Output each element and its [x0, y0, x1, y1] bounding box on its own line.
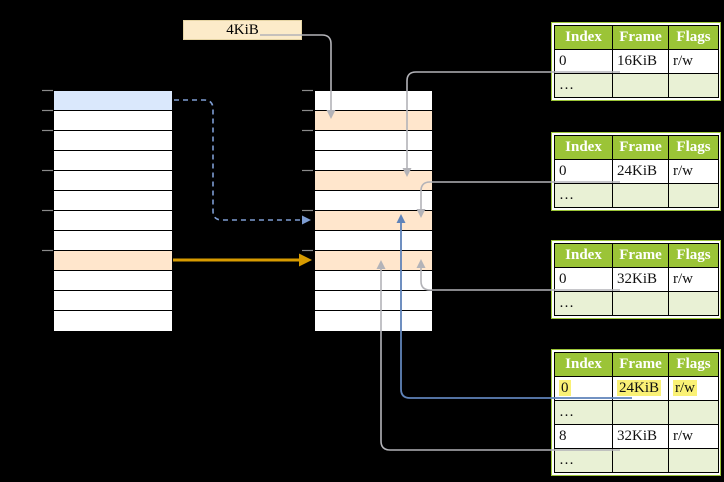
column-header-frame: Frame [612, 135, 669, 160]
table-header-row: Index Frame Flags [554, 243, 719, 268]
page-table-3: Index Frame Flags 0 32KiB r/w … [551, 240, 721, 319]
cell-flags [668, 400, 719, 425]
column-header-flags: Flags [668, 352, 719, 377]
cell-flags: r/w [668, 159, 719, 184]
column-header-flags: Flags [668, 135, 719, 160]
physical-memory-row [315, 211, 432, 231]
column-header-index: Index [554, 135, 613, 160]
cell-index: 0 [554, 159, 613, 184]
column-header-flags: Flags [668, 243, 719, 268]
cell-frame: 24KiB [612, 159, 669, 184]
page-table-1: Index Frame Flags 0 16KiB r/w … [551, 22, 721, 101]
cell-frame [612, 448, 669, 473]
column-header-frame: Frame [612, 352, 669, 377]
cell-index: … [554, 400, 613, 425]
page-table-4: Index Frame Flags 0 24KiB r/w … 8 32KiB … [551, 349, 721, 476]
column-header-frame: Frame [612, 25, 669, 50]
cell-index: 0 [554, 376, 613, 401]
cell-flags: r/w [668, 267, 719, 292]
table-row-ellipsis: … [554, 183, 719, 208]
virtual-memory-row [54, 311, 172, 331]
cell-flags [668, 73, 719, 98]
cell-frame [612, 73, 669, 98]
cell-frame [612, 291, 669, 316]
highlight-mark: r/w [673, 380, 697, 396]
physical-memory-row [315, 271, 432, 291]
physical-memory-tick-marks [302, 89, 313, 252]
cell-index: … [554, 448, 613, 473]
table-header-row: Index Frame Flags [554, 25, 719, 50]
cell-frame: 32KiB [612, 424, 669, 449]
table-header-row: Index Frame Flags [554, 135, 719, 160]
virtual-memory-row [54, 151, 172, 171]
table-row-highlighted: 0 24KiB r/w [554, 376, 719, 401]
column-header-flags: Flags [668, 25, 719, 50]
cell-frame [612, 183, 669, 208]
physical-memory-column [314, 90, 433, 332]
page-table-2: Index Frame Flags 0 24KiB r/w … [551, 132, 721, 211]
highlight-mark: 0 [559, 380, 571, 396]
virtual-memory-row [54, 131, 172, 151]
virtual-memory-row [54, 191, 172, 211]
virtual-memory-row [54, 291, 172, 311]
virtual-memory-row [54, 111, 172, 131]
virtual-memory-row [54, 171, 172, 191]
physical-memory-row [315, 91, 432, 111]
virtual-memory-row [54, 211, 172, 231]
virtual-memory-row [54, 251, 172, 271]
cell-flags: r/w [668, 424, 719, 449]
cell-flags [668, 448, 719, 473]
physical-memory-row [315, 171, 432, 191]
table-row-ellipsis: … [554, 448, 719, 473]
column-header-index: Index [554, 243, 613, 268]
arrow-virtual-page-to-frame-icon [174, 99, 311, 225]
column-header-index: Index [554, 25, 613, 50]
cell-index: 0 [554, 267, 613, 292]
table-header-row: Index Frame Flags [554, 352, 719, 377]
physical-memory-row [315, 191, 432, 211]
cell-index: … [554, 183, 613, 208]
physical-memory-row [315, 131, 432, 151]
cell-frame: 32KiB [612, 267, 669, 292]
highlight-mark: 24KiB [617, 380, 662, 396]
column-header-frame: Frame [612, 243, 669, 268]
table-row: 0 16KiB r/w [554, 49, 719, 74]
cell-flags: r/w [668, 376, 719, 401]
cell-index: … [554, 291, 613, 316]
virtual-memory-row [54, 91, 172, 111]
physical-memory-row [315, 231, 432, 251]
table-row: 8 32KiB r/w [554, 424, 719, 449]
cell-flags [668, 291, 719, 316]
physical-memory-row [315, 111, 432, 131]
table-row-ellipsis: … [554, 400, 719, 425]
physical-memory-row [315, 291, 432, 311]
cell-index: 8 [554, 424, 613, 449]
virtual-memory-tick-marks [42, 89, 53, 252]
physical-memory-row [315, 311, 432, 331]
table-row-ellipsis: … [554, 73, 719, 98]
cell-index: … [554, 73, 613, 98]
virtual-memory-column [53, 90, 173, 332]
physical-memory-row [315, 251, 432, 271]
table-row-ellipsis: … [554, 291, 719, 316]
table-row: 0 24KiB r/w [554, 159, 719, 184]
column-header-index: Index [554, 352, 613, 377]
arrow-virtual-to-physical-translation-icon [173, 253, 312, 267]
frame-size-label: 4KiB [183, 20, 302, 40]
cell-index: 0 [554, 49, 613, 74]
cell-frame: 24KiB [612, 376, 669, 401]
table-row: 0 32KiB r/w [554, 267, 719, 292]
cell-flags [668, 183, 719, 208]
cell-frame: 16KiB [612, 49, 669, 74]
cell-flags: r/w [668, 49, 719, 74]
virtual-memory-row [54, 271, 172, 291]
physical-memory-row [315, 151, 432, 171]
virtual-memory-row [54, 231, 172, 251]
cell-frame [612, 400, 669, 425]
